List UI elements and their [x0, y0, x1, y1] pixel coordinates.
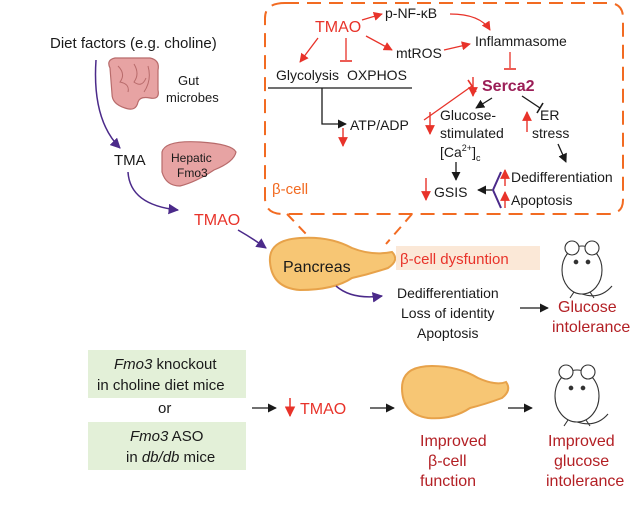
tmao-label-bottom: TMAO — [300, 401, 346, 418]
arrow-tmao-glycolysis — [299, 37, 319, 63]
hepatic-label-1: Hepatic — [171, 151, 212, 165]
fmo3-knockout-box — [88, 350, 246, 398]
arrow-tmao-pnfkb — [361, 11, 383, 21]
improved-beta-3: function — [420, 473, 476, 490]
beta-cell-connector-right — [385, 213, 413, 245]
mtros-label: mtROS — [396, 45, 442, 61]
arrow-pnfkb-inflammasome — [449, 13, 491, 31]
inhibit-serca2-er — [521, 95, 541, 109]
beta-cell-boundary — [264, 2, 624, 215]
fmo3-aso-line1: Fmo3 ASO — [130, 428, 203, 445]
inhibit-atp-serca2-bar — [467, 79, 477, 93]
arrow-tmao-mtros — [365, 35, 393, 51]
beta-apoptosis-label: Apoptosis — [511, 192, 572, 208]
gut-icon — [108, 57, 159, 110]
improved-beta-2: β-cell — [428, 453, 467, 470]
diet-factors-label: Diet factors (e.g. choline) — [50, 35, 217, 52]
effect-dediff: Dedifferentiation — [397, 285, 499, 301]
improved-glucose-3: intolerance — [546, 473, 624, 490]
beta-cell-tmao: TMAO — [315, 19, 361, 36]
pancreas-shape — [268, 236, 397, 292]
fmo3-knockout-line1: Fmo3 knockout — [114, 356, 217, 373]
beta-cell-dysfunction-label: β-cell dysfuntion — [400, 251, 509, 268]
gut-microbes-label-1: Gut — [178, 73, 199, 88]
calcium-label: [Ca2+]c — [440, 143, 481, 163]
glucose-intolerance-1: Glucose — [558, 299, 617, 316]
bracket-dediff-apoptosis — [491, 171, 502, 209]
glycolysis-label: Glycolysis — [276, 67, 339, 83]
arrow-metabolism-atp — [321, 88, 347, 129]
gsis-label: GSIS — [434, 184, 467, 200]
inhibit-atp-serca2 — [423, 85, 473, 121]
liver-icon — [161, 141, 237, 187]
atp-adp-label: ATP/ADP — [350, 117, 409, 133]
fmo3-aso-line2: in db/db mice — [126, 449, 215, 466]
improved-glucose-1: Improved — [548, 433, 615, 450]
arrow-mtros-inflammasome — [443, 41, 471, 51]
mouse-icon-upper — [561, 240, 613, 299]
effect-loss-identity: Loss of identity — [401, 305, 494, 321]
arrow-diet-to-tma — [94, 59, 121, 149]
glucose-intolerance-2: intolerance — [552, 319, 630, 336]
improved-glucose-2: glucose — [554, 453, 609, 470]
or-label: or — [158, 400, 171, 417]
inflammasome-label: Inflammasome — [475, 33, 567, 49]
arrow-er-dediff — [557, 143, 567, 163]
glucose-stimulated-label-2: stimulated — [440, 125, 504, 141]
mouse-icon-lower — [554, 364, 609, 427]
serca2-label: Serca2 — [482, 78, 535, 95]
arrow-pancreas-effects — [335, 285, 384, 303]
oxphos-label: OXPHOS — [347, 67, 407, 83]
beta-cell-label: β-cell — [272, 181, 308, 198]
tma-label: TMA — [114, 152, 146, 169]
inhibit-serca2-er-bar — [536, 102, 544, 114]
tmao-label-left: TMAO — [194, 212, 240, 229]
beta-cell-connector-left — [286, 213, 309, 237]
fmo3-aso-box — [88, 422, 246, 470]
effect-apoptosis: Apoptosis — [417, 325, 478, 341]
beta-dediff-label: Dedifferentiation — [511, 169, 613, 185]
improved-beta-1: Improved — [420, 433, 487, 450]
arrow-tma-to-tmao — [127, 171, 180, 215]
gut-microbes-label-2: microbes — [166, 90, 219, 105]
arrow-tmao-to-pancreas — [237, 229, 267, 249]
arrow-serca2-calcium — [475, 97, 493, 109]
hepatic-label-2: Fmo3 — [177, 166, 208, 180]
pancreas-shape-bottom — [400, 364, 510, 420]
er-stress-label-2: stress — [532, 125, 569, 141]
pancreas-label: Pancreas — [283, 259, 351, 276]
dysfunction-label-bg — [396, 246, 540, 270]
pnfkb-label: p-NF-κB — [385, 5, 437, 21]
er-stress-label-1: ER — [540, 107, 559, 123]
glucose-stimulated-label-1: Glucose- — [440, 107, 496, 123]
fmo3-knockout-line2: in choline diet mice — [97, 377, 225, 394]
